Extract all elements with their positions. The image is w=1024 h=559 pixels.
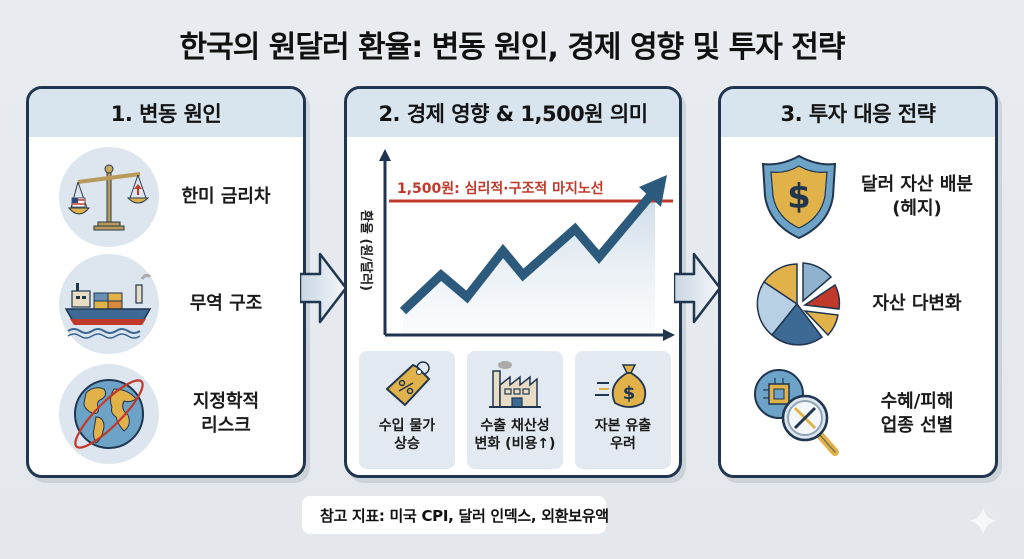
flow-arrow-icon [300, 252, 348, 324]
strategy-label: 수혜/피해 업종 선별 [880, 390, 954, 436]
sparkle-icon [969, 507, 997, 535]
cargo-ship-icon [59, 254, 159, 354]
panel-investment-strategy: 3. 투자 대응 전략 $ 달러 자산 배분 (헤지) 자산 다변화 [718, 86, 998, 478]
impact-import-prices: 수입 물가 상승 [359, 351, 455, 469]
panel-heading: 1. 변동 원인 [29, 89, 303, 137]
cause-geopolitical-risk: 지정학적 리스크 [29, 364, 303, 464]
balance-scale-icon [59, 147, 159, 247]
page-title: 한국의 원달러 환율: 변동 원인, 경제 영향 및 투자 전략 [179, 30, 846, 65]
cause-label: 지정학적 리스크 [192, 390, 260, 436]
globe-icon [59, 364, 159, 464]
footer-text: 참고 지표: 미국 CPI, 달러 인덱스, 외환보유액 [320, 506, 609, 525]
cause-interest-rate: 한미 금리차 [29, 147, 303, 247]
cause-label: 무역 구조 [189, 292, 263, 314]
y-axis-label: 환율 (원/달러) [357, 209, 373, 291]
impact-cards: 수입 물가 상승 수출 채산성 변화 (비용↑) [359, 351, 671, 469]
cause-trade-structure: 무역 구조 [29, 254, 303, 354]
shield-dollar-icon: $ [749, 147, 849, 247]
strategy-label: 달러 자산 배분 (헤지) [861, 173, 973, 219]
exchange-rate-chart: 환율 (원/달러) 1,500원: 심리적·구조적 마지노선 [355, 145, 677, 345]
panel-economic-impact: 2. 경제 영향 & 1,500원 의미 환율 (원/달러) 1,500원: 심… [344, 86, 682, 478]
reference-indicators-note: 참고 지표: 미국 CPI, 달러 인덱스, 외환보유액 [302, 496, 609, 534]
money-bag-dollar-icon: $ [595, 364, 647, 408]
factory-icon [489, 361, 541, 408]
threshold-label: 1,500원: 심리적·구조적 마지노선 [397, 181, 604, 197]
impact-label: 수입 물가 상승 [378, 418, 436, 453]
chip-magnifier-tools-icon [749, 364, 849, 464]
panel-causes: 1. 변동 원인 한미 금리차 [26, 86, 306, 478]
impact-export-profitability: 수출 채산성 변화 (비용↑) [467, 351, 563, 469]
panel-heading: 2. 경제 영향 & 1,500원 의미 [347, 89, 679, 137]
strategy-label: 자산 다변화 [872, 292, 962, 314]
svg-text:$: $ [623, 383, 636, 404]
cause-label: 한미 금리차 [181, 185, 271, 207]
impact-label: 수출 채산성 변화 (비용↑) [474, 418, 556, 453]
impact-label: 자본 유출 우려 [594, 418, 652, 453]
strategy-dollar-allocation: $ 달러 자산 배분 (헤지) [721, 147, 995, 247]
strategy-diversification: 자산 다변화 [721, 254, 995, 354]
price-tag-percent-icon [386, 361, 430, 406]
impact-capital-outflow: $ 자본 유출 우려 [575, 351, 671, 469]
pie-chart-icon [749, 254, 849, 354]
strategy-sector-selection: 수혜/피해 업종 선별 [721, 364, 995, 464]
svg-text:$: $ [787, 177, 811, 217]
flow-arrow-icon [674, 252, 722, 324]
panel-heading: 3. 투자 대응 전략 [721, 89, 995, 137]
